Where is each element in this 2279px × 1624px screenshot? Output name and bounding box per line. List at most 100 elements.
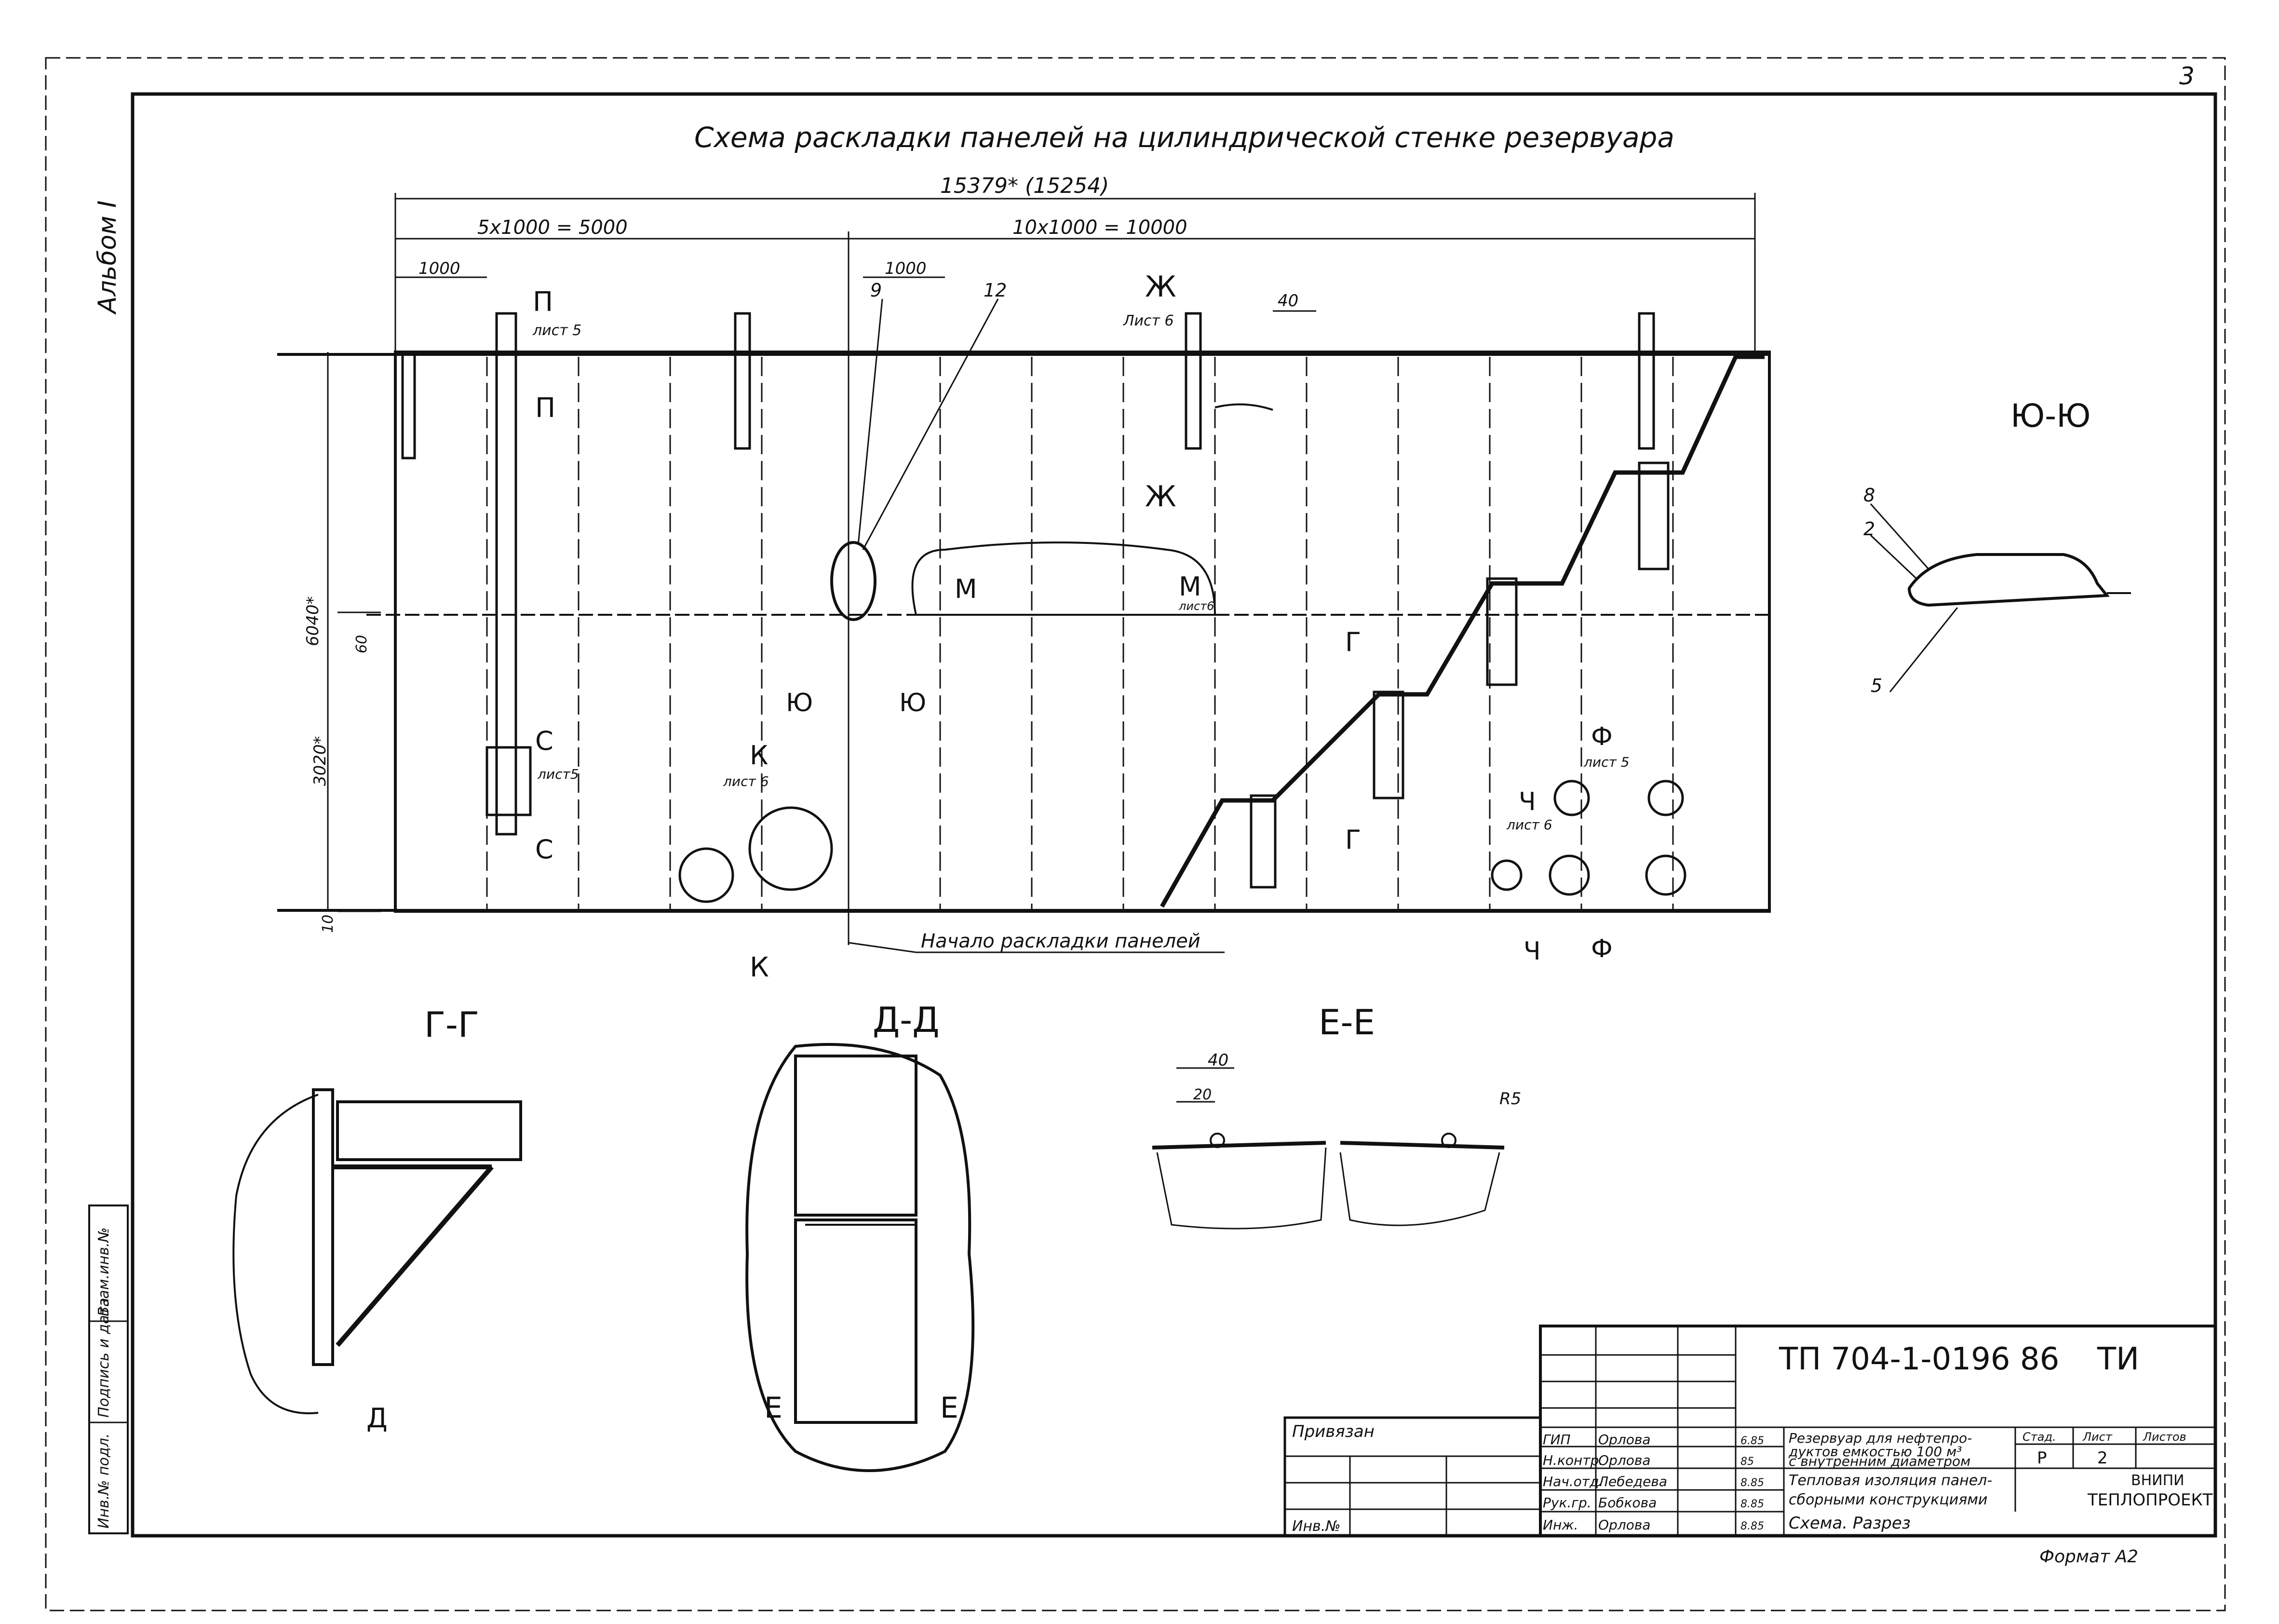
- mark-d-gg: Д: [366, 1403, 388, 1434]
- mark-yu-right: Ю: [899, 689, 926, 717]
- dim-height-total: 6040*: [303, 596, 323, 646]
- role-3: Рук.гр.: [1543, 1495, 1591, 1511]
- title-block: [1283, 1325, 2217, 1537]
- mark-zh-top: Ж: [1145, 270, 1176, 304]
- signature-rows: ГИП Н.контр. Нач.отд. Рук.гр. Инж. Орлов…: [1543, 1432, 1764, 1533]
- callout-8: 8: [1863, 485, 1875, 506]
- dim-left-group: 5x1000 = 5000: [477, 217, 628, 239]
- role-2: Нач.отд.: [1543, 1474, 1603, 1489]
- inner-frame: [131, 92, 2217, 1538]
- mark-ch-top: Ч: [1519, 787, 1536, 816]
- mark-g-top: Г: [1345, 627, 1361, 657]
- wall-cutout: [911, 541, 1216, 616]
- dim-panel-left: 1000: [418, 259, 460, 278]
- dim-offset-60: 60: [353, 635, 370, 653]
- name-4: Орлова: [1598, 1517, 1651, 1533]
- nozzles: [678, 780, 1686, 903]
- mark-s-sheet: лист5: [537, 766, 579, 782]
- dim-overall: 15379* (15254): [940, 174, 1109, 198]
- project-line-0: Резервуар для нефтепро-: [1789, 1430, 1972, 1446]
- mark-k-top: К: [750, 740, 768, 771]
- project-line-2: с внутренним диаметром: [1789, 1453, 1970, 1469]
- format-label: Формат А2: [2039, 1547, 2138, 1567]
- mark-f-top: Ф: [1591, 722, 1613, 751]
- section-marks: П лист 5 П Ж Лист 6 Ж М М лист6 Ю Ю К ли…: [532, 270, 1630, 983]
- dimension-lines: [327, 193, 1756, 945]
- sheet-number: 3: [2179, 62, 2195, 90]
- dim-offset-10: 10: [320, 915, 337, 933]
- sheets-head: Листов: [2143, 1430, 2186, 1444]
- start-layout-label: Начало раскладки панелей: [921, 930, 1200, 952]
- sheet-head: Лист: [2082, 1430, 2113, 1444]
- date-4: 8.85: [1740, 1520, 1764, 1532]
- dim-gap: 40: [1278, 291, 1298, 311]
- section-e-e-label: Е-Е: [1319, 1002, 1375, 1042]
- name-2: Лебедева: [1598, 1474, 1667, 1489]
- mark-p-sheet: лист 5: [532, 322, 581, 339]
- ladder-posts: [401, 312, 1670, 889]
- outer-frame: [45, 57, 2226, 1611]
- wall-outline: [394, 351, 1771, 913]
- dim-panel-mid: 1000: [885, 259, 927, 278]
- sheet-value: 2: [2097, 1448, 2108, 1468]
- callout-leaders: [848, 298, 1225, 953]
- mark-f-bottom: Ф: [1591, 934, 1613, 963]
- name-3: Бобкова: [1598, 1495, 1657, 1511]
- mark-ch-sheet: лист 6: [1506, 817, 1552, 833]
- mark-m-sheet: лист6: [1178, 599, 1214, 613]
- mark-f-sheet: лист 5: [1583, 754, 1630, 770]
- dim-right-group: 10x1000 = 10000: [1012, 217, 1187, 239]
- org-line-0: ВНИПИ: [2131, 1472, 2185, 1489]
- section-g-g: Г-Г Д: [232, 1004, 522, 1434]
- content-line-1: сборными конструкциями: [1789, 1491, 1987, 1508]
- project-name: Резервуар для нефтепро- дуктов емкостью …: [1788, 1430, 1992, 1533]
- role-1: Н.контр.: [1543, 1452, 1603, 1468]
- stage-value: Р: [2037, 1448, 2047, 1468]
- mark-s-bottom: С: [535, 834, 553, 865]
- date-2: 8.85: [1740, 1477, 1764, 1489]
- section-yu-yu: Ю-Ю 8 2 5: [1863, 397, 2131, 696]
- content-line-0: Тепловая изоляция панел-: [1789, 1472, 1992, 1489]
- section-d-d-label: Д-Д: [873, 1000, 939, 1040]
- callout-node-9-12: [830, 541, 877, 621]
- side-stamp-replace: Взам.инв.№: [95, 1227, 112, 1316]
- drawing-title: Схема раскладки панелей на цилиндрическо…: [694, 121, 1674, 154]
- ee-dim-r5: R5: [1499, 1089, 1521, 1109]
- bound-label: Привязан: [1292, 1422, 1375, 1441]
- section-g-g-label: Г-Г: [424, 1004, 479, 1045]
- mark-p-top: П: [533, 286, 553, 318]
- content-line-2: Схема. Разрез: [1789, 1514, 1911, 1533]
- mark-s-top: С: [535, 726, 553, 756]
- ee-dim-40: 40: [1208, 1051, 1228, 1070]
- yu-yu-shape: [1907, 553, 2110, 607]
- album-label: Альбом I: [93, 201, 122, 315]
- mark-e-left: Е: [764, 1391, 782, 1425]
- mark-m-left: М: [955, 574, 977, 604]
- section-d-d: Д-Д Е Е: [745, 1000, 975, 1472]
- mark-m-right: М: [1179, 571, 1201, 602]
- mark-k-bottom: К: [750, 952, 769, 983]
- doc-type: ТИ: [2097, 1341, 2139, 1377]
- mark-e-right: Е: [940, 1391, 958, 1425]
- callout-9: 9: [870, 280, 882, 301]
- staircase-line: [1160, 354, 1765, 908]
- section-e-e: Е-Е 40 20 R5: [1152, 1002, 1521, 1230]
- date-3: 8.85: [1740, 1498, 1764, 1510]
- name-0: Орлова: [1598, 1432, 1651, 1448]
- section-yu-yu-label: Ю-Ю: [2010, 397, 2090, 434]
- stage-head: Стад.: [2023, 1430, 2056, 1444]
- side-stamp: Инв.№ подл. Подпись и дата Взам.инв.№: [88, 1204, 129, 1534]
- mark-g-bottom: Г: [1345, 825, 1361, 855]
- mark-ch-bottom: Ч: [1524, 937, 1541, 966]
- tank-wall-layout: [277, 312, 1771, 913]
- callout-12: 12: [984, 280, 1007, 301]
- dim-height-lower: 3020*: [310, 736, 330, 786]
- mark-p-bottom: П: [535, 392, 555, 424]
- date-1: 85: [1740, 1456, 1754, 1468]
- mark-zh-bottom: Ж: [1145, 480, 1176, 514]
- ee-dim-20: 20: [1193, 1086, 1212, 1103]
- doc-code: ТП 704-1-0196 86: [1779, 1341, 2059, 1377]
- panel-joints: [486, 357, 1674, 909]
- mark-zh-sheet: Лист 6: [1123, 312, 1174, 329]
